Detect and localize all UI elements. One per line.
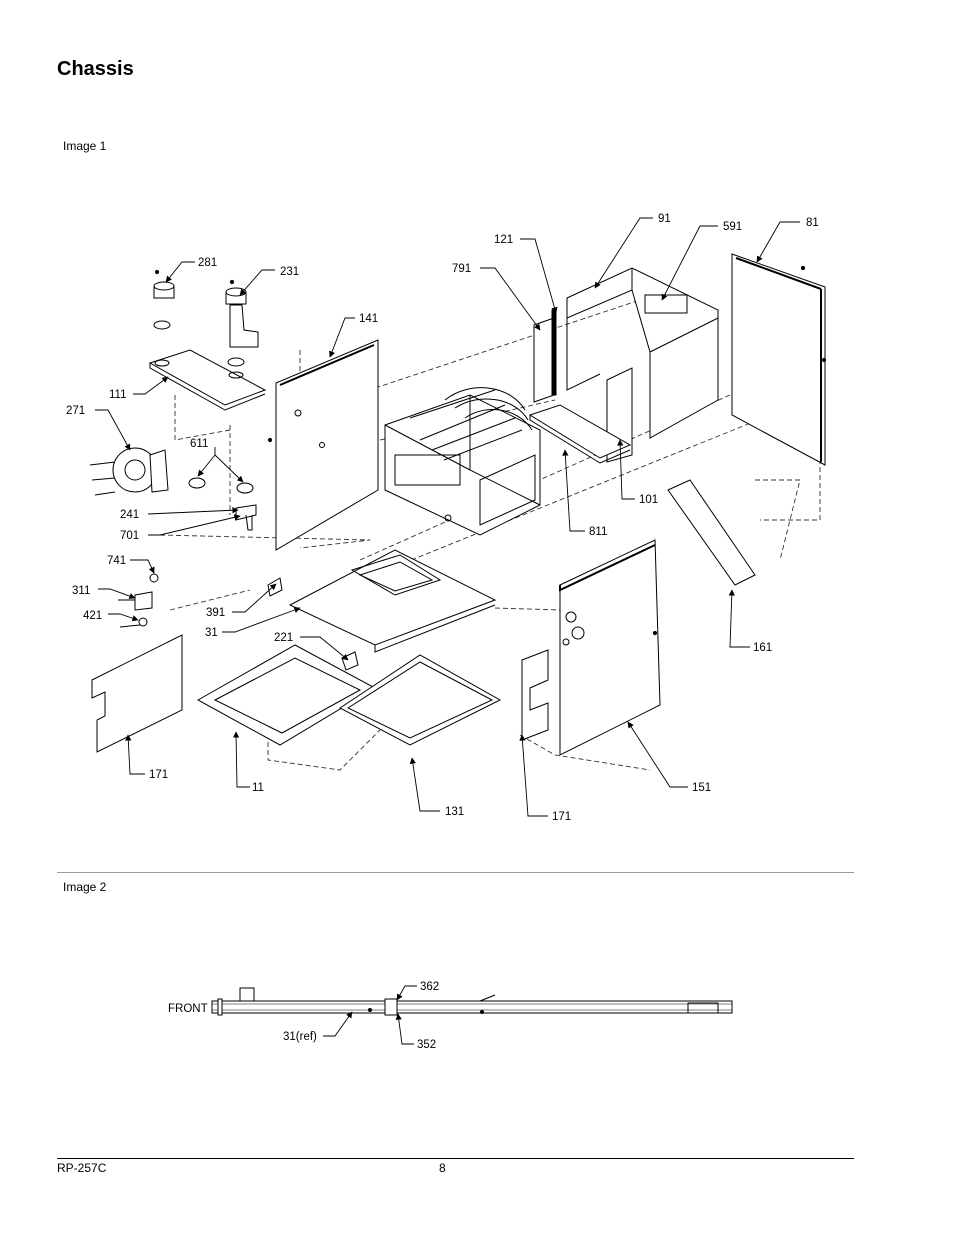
access-panel xyxy=(667,479,756,586)
callout-241: 241 xyxy=(120,509,139,521)
section-divider xyxy=(57,872,854,873)
small-side-panel xyxy=(91,634,183,753)
document-id: RP-257C xyxy=(57,1161,107,1175)
filter-tray xyxy=(339,654,502,746)
callout-81: 81 xyxy=(806,217,819,229)
bottom-tray xyxy=(528,404,632,464)
callout-271: 271 xyxy=(66,405,85,417)
callout-111: 111 xyxy=(109,389,126,401)
base-rail-side-view xyxy=(211,987,733,1016)
flue-pipes xyxy=(153,269,259,367)
callout-91: 91 xyxy=(658,213,671,225)
image-1-callouts: 81 91 591 121 791 281 231 141 111 271 61… xyxy=(66,213,819,823)
callout-591: 591 xyxy=(723,221,742,233)
callout-171-right: 171 xyxy=(552,811,571,823)
image-2-callouts: FRONT 362 31(ref) 352 xyxy=(168,981,439,1051)
callout-791: 791 xyxy=(452,263,471,275)
callout-221: 221 xyxy=(274,632,293,644)
inducer-motor xyxy=(89,447,169,496)
front-panel xyxy=(267,339,379,551)
valve-fittings xyxy=(118,573,159,628)
callout-701: 701 xyxy=(120,530,139,542)
callout-352: 352 xyxy=(417,1039,436,1051)
callout-281: 281 xyxy=(198,257,217,269)
callout-362: 362 xyxy=(420,981,439,993)
callout-11: 11 xyxy=(252,782,264,794)
left-side-panel xyxy=(521,539,661,756)
bracket-plate xyxy=(148,349,267,411)
callout-151: 151 xyxy=(692,782,711,794)
callout-31: 31 xyxy=(205,627,218,639)
page-title: Chassis xyxy=(57,58,134,80)
image-1-leaders xyxy=(95,217,800,817)
callout-611: 611 xyxy=(190,438,208,450)
image-2-leaders xyxy=(323,985,417,1045)
callout-171-left: 171 xyxy=(149,769,168,781)
callout-161: 161 xyxy=(753,642,772,654)
page-number: 8 xyxy=(439,1161,446,1175)
callout-231: 231 xyxy=(280,266,299,278)
callout-811: 811 xyxy=(589,526,607,538)
image-2-label: Image 2 xyxy=(63,880,107,894)
front-label: FRONT xyxy=(168,1003,208,1015)
callout-141: 141 xyxy=(359,313,378,325)
callout-31-ref: 31(ref) xyxy=(283,1031,317,1043)
blower-box xyxy=(566,267,719,439)
callout-131: 131 xyxy=(445,806,464,818)
callout-391: 391 xyxy=(206,607,225,619)
fittings xyxy=(188,477,257,531)
callout-421: 421 xyxy=(83,610,102,622)
callout-101: 101 xyxy=(639,494,658,506)
base-plate xyxy=(288,549,497,653)
heat-exchanger xyxy=(384,387,541,536)
image-1-label: Image 1 xyxy=(63,139,107,153)
callout-121: 121 xyxy=(494,234,513,246)
callout-311: 311 xyxy=(72,585,90,597)
callout-741: 741 xyxy=(107,555,126,567)
right-side-panel xyxy=(731,253,827,466)
footer-rule xyxy=(57,1158,854,1159)
